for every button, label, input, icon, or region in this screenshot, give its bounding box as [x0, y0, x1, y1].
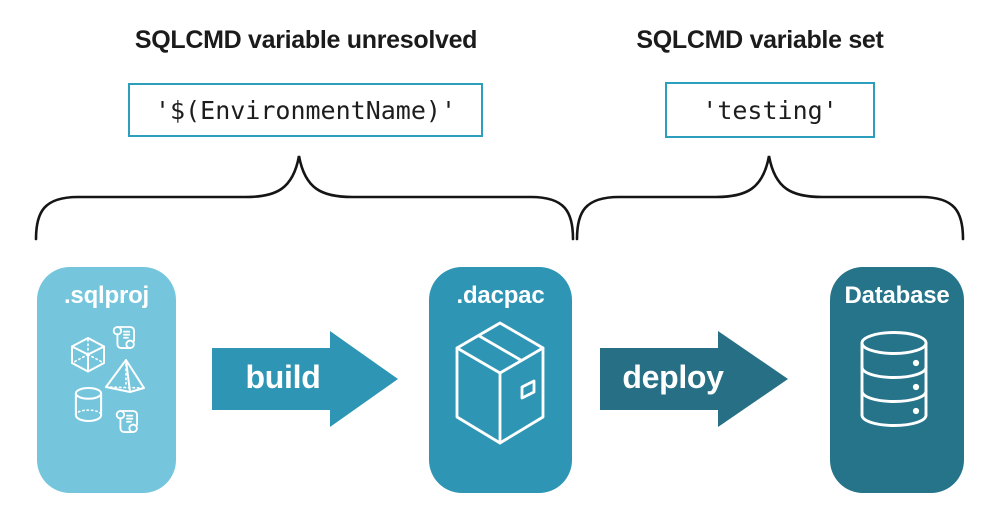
- unresolved-variable-code-box: '$(EnvironmentName)': [128, 83, 483, 137]
- database-card: Database: [830, 267, 964, 493]
- database-icon: [860, 331, 928, 427]
- deploy-arrow: [600, 331, 788, 427]
- pyramid-icon: [105, 359, 145, 393]
- cylinder-icon: [74, 387, 103, 422]
- unresolved-variable-code-text: '$(EnvironmentName)': [154, 95, 457, 125]
- scroll-icon: [115, 410, 138, 433]
- sqlproj-label: .sqlproj: [63, 282, 150, 309]
- package-icon: [455, 321, 545, 445]
- dacpac-label: .dacpac: [456, 282, 545, 309]
- build-arrow-label: build: [245, 359, 321, 395]
- right-variable-heading: SQLCMD variable set: [636, 26, 884, 54]
- database-label: Database: [844, 282, 950, 309]
- left-variable-heading: SQLCMD variable unresolved: [134, 26, 478, 54]
- build-arrow: [212, 331, 398, 427]
- sqlproj-card: .sqlproj: [37, 267, 176, 493]
- deploy-arrow-label: deploy: [622, 359, 724, 395]
- set-variable-code-text: 'testing': [702, 95, 838, 125]
- dacpac-card: .dacpac: [429, 267, 572, 493]
- set-variable-code-box: 'testing': [665, 82, 875, 138]
- cube-icon: [71, 337, 105, 373]
- right-brace: [575, 155, 965, 241]
- scroll-icon: [112, 326, 135, 349]
- left-brace: [34, 155, 575, 241]
